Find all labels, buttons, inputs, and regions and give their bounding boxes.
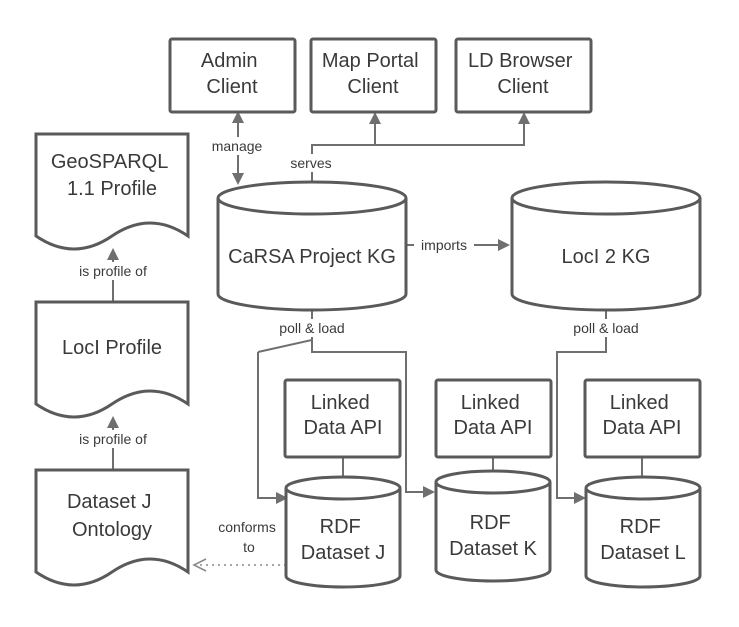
rdf-j-top xyxy=(284,475,402,501)
rdf-l-top xyxy=(584,475,702,501)
admin-client-label: Admin Client xyxy=(201,50,263,98)
is-profile-of-2-label-bg xyxy=(68,430,160,448)
edge-labels: manage serves imports poll & load poll &… xyxy=(68,137,648,555)
poll-load-2-label-bg xyxy=(564,319,648,337)
map-portal-client-rect xyxy=(309,37,438,114)
manage-label: manage xyxy=(212,138,263,154)
arrowhead-ld-browser xyxy=(518,112,530,124)
is-profile-of-1-label-bg xyxy=(68,262,160,280)
arrowhead-rdf-k xyxy=(423,486,435,498)
map-portal-client-box[interactable]: Map Portal Client xyxy=(309,37,438,114)
dataset-j-ontology-document[interactable]: Dataset J Ontology xyxy=(34,468,190,587)
rdf-k-top xyxy=(434,469,552,495)
serves-connector xyxy=(311,124,525,183)
poll-load-1-label: poll & load xyxy=(279,320,344,336)
rdf-j-body xyxy=(284,488,402,589)
imports-label: imports xyxy=(421,237,467,253)
locl2-kg-cylinder[interactable]: LocI 2 KG xyxy=(510,180,702,312)
api-k-rect xyxy=(434,378,553,459)
manage-label-bg xyxy=(204,137,270,155)
arrowhead-open-ontology xyxy=(192,558,207,572)
rdf-j-label: RDF Dataset J xyxy=(301,516,385,564)
rdf-dataset-k-cylinder[interactable]: RDF Dataset K xyxy=(434,469,552,583)
ld-browser-client-box[interactable]: LD Browser Client xyxy=(454,37,593,114)
api-l-rect xyxy=(583,378,702,459)
arrowhead-locl2 xyxy=(498,239,510,251)
rdf-l-label: RDF Dataset L xyxy=(600,516,686,564)
geosparql-profile-label: GeoSPARQL 1.1 Profile xyxy=(51,151,173,200)
geosparql-profile-shape xyxy=(34,132,190,251)
serves-label: serves xyxy=(290,155,331,171)
locl-profile-document[interactable]: LocI Profile xyxy=(34,300,190,419)
geosparql-profile-document[interactable]: GeoSPARQL 1.1 Profile xyxy=(34,132,190,251)
rdf-dataset-l-cylinder[interactable]: RDF Dataset L xyxy=(584,475,702,589)
rdf-k-label: RDF Dataset K xyxy=(449,512,537,560)
arrowhead-rdf-l xyxy=(574,492,586,504)
carsa-project-kg-cylinder[interactable]: CaRSA Project KG xyxy=(216,180,408,312)
locl-profile-shape xyxy=(34,300,190,419)
serves-label-bg xyxy=(284,154,338,172)
conforms-to-label: conforms to xyxy=(218,519,279,555)
ld-browser-client-label: LD Browser Client xyxy=(468,50,578,98)
carsa-kg-top xyxy=(216,180,408,216)
carsa-kg-label: CaRSA Project KG xyxy=(228,246,396,268)
poll-load-to-rdf-j xyxy=(257,352,276,499)
dataset-j-ontology-shape xyxy=(34,468,190,587)
admin-client-box[interactable]: Admin Client xyxy=(168,37,297,114)
locl2-kg-top xyxy=(510,180,702,216)
arrowhead-map-portal xyxy=(369,112,381,124)
connectors xyxy=(107,111,643,572)
map-portal-client-label: Map Portal Client xyxy=(322,50,424,98)
linked-data-api-j-box[interactable]: Linked Data API xyxy=(283,378,402,459)
rdf-k-body xyxy=(434,482,552,583)
poll-load-1-label-bg xyxy=(270,319,354,337)
admin-client-rect xyxy=(168,37,297,114)
rdf-dataset-j-cylinder[interactable]: RDF Dataset J xyxy=(284,475,402,589)
locl2-kg-label: LocI 2 KG xyxy=(562,246,651,268)
api-k-label: Linked Data API xyxy=(454,392,533,439)
api-l-label: Linked Data API xyxy=(603,392,682,439)
linked-data-api-l-box[interactable]: Linked Data API xyxy=(583,378,702,459)
ld-browser-client-rect xyxy=(454,37,593,114)
poll-load-2-label: poll & load xyxy=(573,320,638,336)
api-j-label: Linked Data API xyxy=(304,392,383,439)
api-j-rect xyxy=(283,378,402,459)
locl-profile-label: LocI Profile xyxy=(62,337,162,359)
rdf-l-body xyxy=(584,488,702,589)
arrowhead-locl-profile xyxy=(107,416,119,428)
dataset-j-ontology-label: Dataset J Ontology xyxy=(67,491,157,541)
arrowhead-geosparql xyxy=(107,248,119,260)
arrowhead-up-admin xyxy=(232,111,244,123)
linked-data-api-k-box[interactable]: Linked Data API xyxy=(434,378,553,459)
locl2-kg-body xyxy=(510,198,702,312)
imports-label-bg xyxy=(414,236,474,254)
poll-load-to-rdf-l xyxy=(556,308,607,499)
arrowhead-down-carsa xyxy=(232,173,244,185)
carsa-kg-body xyxy=(216,198,408,312)
arrowhead-rdf-j xyxy=(276,492,288,504)
poll-load-to-rdf-k xyxy=(311,340,423,493)
is-profile-of-1-label: is profile of xyxy=(79,263,147,279)
is-profile-of-2-label: is profile of xyxy=(79,431,147,447)
